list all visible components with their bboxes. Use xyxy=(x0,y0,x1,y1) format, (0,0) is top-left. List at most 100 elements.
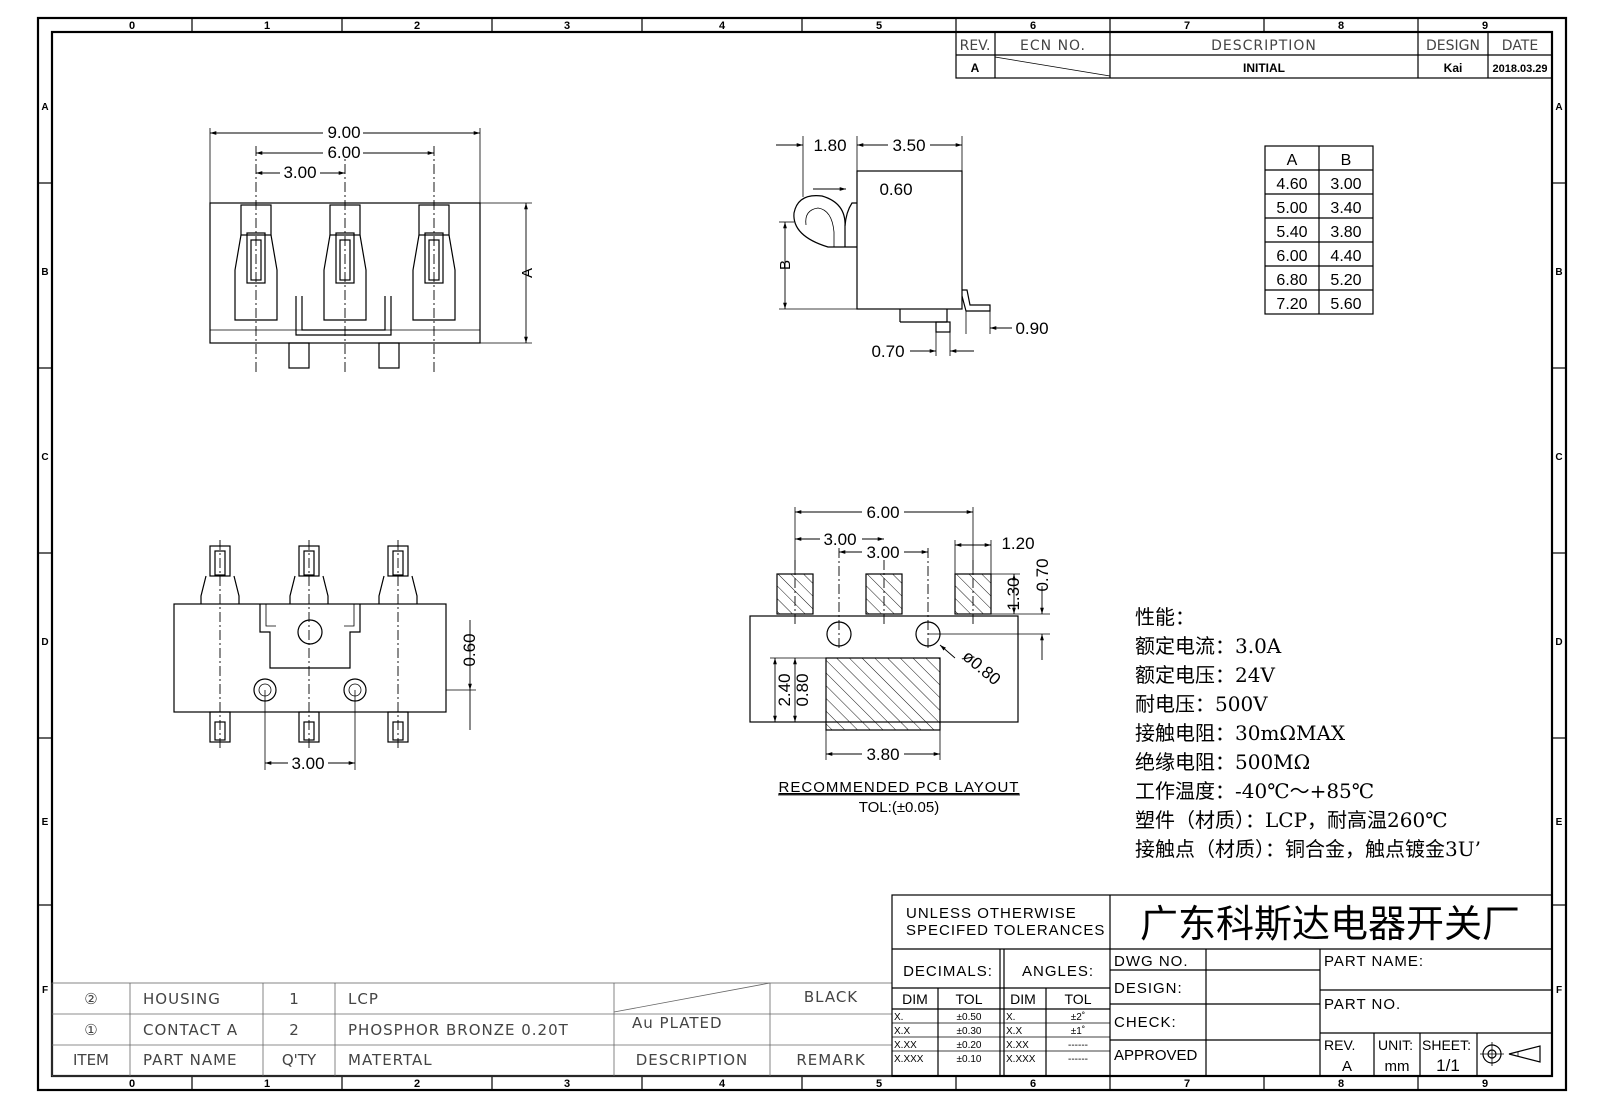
dim-0-60-bottom: 0.60 xyxy=(460,633,479,666)
bom-header-part: PART NAME xyxy=(143,1051,238,1069)
row-zone-labels: A B C D E F A B C D E F xyxy=(38,102,1566,996)
decimals-label: DECIMALS: xyxy=(903,963,993,980)
pcb-dim-3-80: 3.80 xyxy=(866,745,899,764)
col-9-top: 9 xyxy=(1482,20,1488,32)
tol-label-2: TOL xyxy=(1065,991,1092,1007)
dim-0-60: 0.60 xyxy=(879,180,912,199)
pcb-dim-3-00-b: 3.00 xyxy=(866,543,899,562)
bottom-view: 0.60 3.00 xyxy=(173,540,479,773)
ang-r3-tol: ------ xyxy=(1068,1054,1088,1065)
row-c-right: C xyxy=(1555,452,1562,463)
unit-label: UNIT: xyxy=(1378,1037,1413,1053)
pcb-dim-0-70: 0.70 xyxy=(1033,558,1052,591)
dim-1-80: 1.80 xyxy=(813,136,846,155)
dim-3-00-bottom: 3.00 xyxy=(291,754,324,773)
pcb-dim-1-20: 1.20 xyxy=(1001,534,1034,553)
sheet-value: 1/1 xyxy=(1436,1056,1460,1075)
bom-r2-part: CONTACT A xyxy=(143,1021,238,1039)
row-c-left: C xyxy=(41,452,48,463)
bom-header-item: ITEM xyxy=(73,1051,109,1069)
design-label: DESIGN: xyxy=(1114,980,1183,997)
dim-label-2: DIM xyxy=(1010,991,1036,1007)
pcb-dim-2-40: 2.40 xyxy=(775,673,794,706)
ab-r3-b: 4.40 xyxy=(1330,248,1361,265)
col-5-bottom: 5 xyxy=(876,1078,882,1090)
col-8-top: 8 xyxy=(1338,20,1344,32)
row-b-right: B xyxy=(1555,267,1562,278)
ab-size-table: A B 4.60 3.00 5.00 3.40 5.40 3.80 6.00 4… xyxy=(1264,145,1374,315)
col-8-bottom: 8 xyxy=(1338,1078,1344,1090)
unit-value: mm xyxy=(1385,1058,1410,1075)
bom-header-remark: REMARK xyxy=(796,1051,866,1069)
ab-r0-a: 4.60 xyxy=(1276,176,1307,193)
row-d-left: D xyxy=(41,637,48,648)
ab-r1-a: 5.00 xyxy=(1276,200,1307,217)
spec-line-4: 接触电阻：30mΩMAX xyxy=(1135,721,1346,745)
col-4-bottom: 4 xyxy=(719,1078,726,1090)
ang-r2-dim: X.XX xyxy=(1006,1040,1029,1051)
specifications: 性能： 额定电流：3.0A 额定电压：24V 耐电压：500V 接触电阻：30m… xyxy=(1135,605,1481,861)
part-name-label: PART NAME: xyxy=(1324,953,1424,970)
tol-label-1: TOL xyxy=(956,991,983,1007)
dec-r0-tol: ±0.50 xyxy=(957,1012,982,1023)
pcb-dim-3-00-a: 3.00 xyxy=(823,530,856,549)
bom-r1-material: LCP xyxy=(348,990,379,1008)
col-1-bottom: 1 xyxy=(264,1078,270,1090)
design-value: Kai xyxy=(1444,61,1463,75)
rev-value: A xyxy=(971,61,980,75)
bom-r1-remark: BLACK xyxy=(804,988,858,1006)
ab-r5-b: 5.60 xyxy=(1330,296,1361,313)
company-name: 广东科斯达电器开关厂 xyxy=(1140,902,1520,946)
ab-header-a: A xyxy=(1287,152,1298,169)
tolerance-note-1: UNLESS OTHERWISE xyxy=(906,905,1077,922)
ab-r4-b: 5.20 xyxy=(1330,272,1361,289)
rev-value-title: A xyxy=(1342,1058,1352,1075)
description-value: INITIAL xyxy=(1243,61,1285,75)
col-3-top: 3 xyxy=(564,20,570,32)
dim-9-00: 9.00 xyxy=(327,123,360,142)
bom-r2-item: ① xyxy=(84,1021,97,1039)
part-no-label: PART NO. xyxy=(1324,996,1401,1013)
angles-label: ANGLES: xyxy=(1022,963,1094,980)
col-0-bottom: 0 xyxy=(129,1078,135,1090)
row-e-left: E xyxy=(42,817,49,828)
dim-0-90: 0.90 xyxy=(1015,319,1048,338)
design-header: DESIGN xyxy=(1426,38,1480,54)
bom-header-material: MATERTAL xyxy=(348,1051,433,1069)
col-9-bottom: 9 xyxy=(1482,1078,1488,1090)
bom-r2-qty: 2 xyxy=(289,1021,299,1039)
ab-r2-a: 5.40 xyxy=(1276,224,1307,241)
dim-6-00: 6.00 xyxy=(327,143,360,162)
title-block: UNLESS OTHERWISE SPECIFED TOLERANCES 广东科… xyxy=(891,894,1553,1077)
tolerance-note-2: SPECIFED TOLERANCES xyxy=(906,922,1105,939)
dim-a: A xyxy=(519,268,536,278)
dim-label-1: DIM xyxy=(902,991,928,1007)
side-view: 1.80 3.50 0.60 B 0.90 0.70 xyxy=(776,136,1049,361)
bom-r1-part: HOUSING xyxy=(143,990,221,1008)
dec-r3-dim: X.XXX xyxy=(894,1054,924,1065)
dec-r2-dim: X.XX xyxy=(894,1040,917,1051)
pcb-dim-0-80-v: 0.80 xyxy=(793,673,812,706)
ang-r0-dim: X. xyxy=(1006,1012,1015,1023)
date-value: 2018.03.29 xyxy=(1492,63,1547,75)
bom-header-description: DESCRIPTION xyxy=(636,1051,749,1069)
col-6-bottom: 6 xyxy=(1030,1078,1036,1090)
row-b-left: B xyxy=(41,267,48,278)
spec-title: 性能： xyxy=(1135,605,1195,629)
bom-r2-description: Au PLATED xyxy=(632,1014,723,1032)
revision-block: REV. ECN NO. DESCRIPTION DESIGN DATE A I… xyxy=(955,31,1553,79)
check-label: CHECK: xyxy=(1114,1014,1177,1031)
dim-3-00: 3.00 xyxy=(283,163,316,182)
pcb-tolerance: TOL:(±0.05) xyxy=(859,799,940,816)
ang-r0-tol: ±2˚ xyxy=(1071,1011,1085,1023)
col-7-bottom: 7 xyxy=(1184,1078,1190,1090)
col-2-bottom: 2 xyxy=(414,1078,420,1090)
bom-table: ② HOUSING 1 LCP BLACK ① CONTACT A 2 PHOS… xyxy=(51,982,893,1077)
ab-r5-a: 7.20 xyxy=(1276,296,1307,313)
pcb-dim-dia-0-80: ø0.80 xyxy=(959,647,1005,690)
dec-r2-tol: ±0.20 xyxy=(957,1040,982,1051)
ab-r4-a: 6.80 xyxy=(1276,272,1307,289)
ab-r1-b: 3.40 xyxy=(1330,200,1361,217)
spec-line-3: 耐电压：500V xyxy=(1135,692,1268,716)
